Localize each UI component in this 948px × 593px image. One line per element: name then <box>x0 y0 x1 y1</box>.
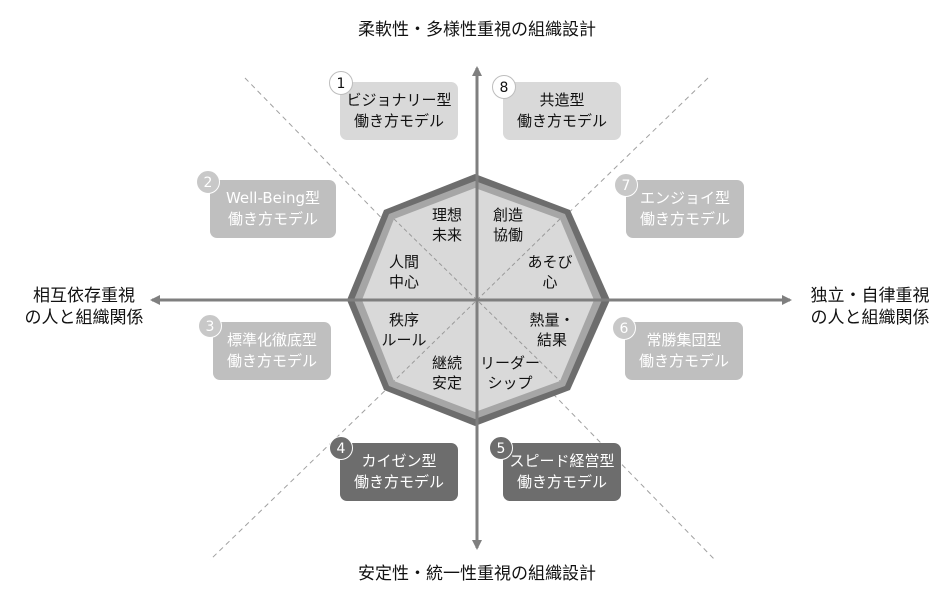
model-number-badge: 1 <box>329 71 353 95</box>
axis-label-bottom: 安定性・統一性重視の組織設計 <box>358 564 596 584</box>
model-title: カイゼン型 <box>361 452 437 470</box>
model-number-badge: 4 <box>329 436 353 460</box>
model-number-badge: 7 <box>614 173 638 197</box>
model-title: エンジョイ型 <box>639 189 730 207</box>
sector-label: あそび 心 <box>527 252 572 292</box>
axis-label-left: 相互依存重視 の人と組織関係 <box>14 285 154 329</box>
axis-label-right-line2: の人と組織関係 <box>810 308 930 328</box>
model-subtitle: 働き方モデル <box>353 112 444 130</box>
sector-label-line1: 創造 <box>492 206 524 224</box>
axis-label-right: 独立・自律重視 の人と組織関係 <box>800 285 940 329</box>
model-box-7: エンジョイ型 働き方モデル <box>626 180 744 238</box>
model-box-3: 標準化徹底型 働き方モデル <box>213 322 331 380</box>
model-title: ビジョナリー型 <box>346 91 452 109</box>
model-subtitle: 働き方モデル <box>638 352 729 370</box>
model-subtitle: 働き方モデル <box>226 352 317 370</box>
sector-label: リーダー シップ <box>480 353 540 393</box>
sector-label-line1: 継続 <box>431 354 463 372</box>
model-number-badge: 6 <box>612 316 636 340</box>
axis-label-top: 柔軟性・多様性重視の組織設計 <box>358 20 596 40</box>
model-box-4: カイゼン型 働き方モデル <box>340 443 458 501</box>
model-subtitle: 働き方モデル <box>639 210 730 228</box>
sector-label-line2: 結果 <box>536 331 568 349</box>
model-title: スピード経営型 <box>509 452 615 470</box>
axis-label-right-line1: 独立・自律重視 <box>810 286 930 306</box>
sector-label: 継続 安定 <box>432 353 462 393</box>
sector-label-line2: 心 <box>542 273 558 291</box>
model-box-8: 共造型 働き方モデル <box>503 82 621 140</box>
model-title: 共造型 <box>539 91 585 109</box>
model-subtitle: 働き方モデル <box>516 473 607 491</box>
axis-label-left-line1: 相互依存重視 <box>33 286 135 306</box>
sector-label-line2: 安定 <box>431 374 463 392</box>
sector-label-line1: あそび <box>527 253 573 271</box>
sector-label-line1: 熱量・ <box>529 311 575 329</box>
sector-label: 熱量・ 結果 <box>529 310 574 350</box>
model-number-badge: 3 <box>198 314 222 338</box>
sector-label: 秩序 ルール <box>381 310 426 350</box>
model-title: 標準化徹底型 <box>226 331 317 349</box>
model-number-badge: 8 <box>492 75 516 99</box>
sector-label: 人間 中心 <box>389 252 419 292</box>
model-subtitle: 働き方モデル <box>353 473 444 491</box>
model-number-badge: 2 <box>196 170 220 194</box>
sector-label: 理想 未来 <box>432 205 462 245</box>
sector-label-line2: 協働 <box>492 226 524 244</box>
model-box-2: Well-Being型 働き方モデル <box>210 180 336 238</box>
model-number-badge: 5 <box>489 436 513 460</box>
model-title: 常勝集団型 <box>646 331 722 349</box>
sector-label-line2: ルール <box>381 331 427 349</box>
model-box-1: ビジョナリー型 働き方モデル <box>340 82 458 140</box>
model-box-5: スピード経営型 働き方モデル <box>503 443 621 501</box>
sector-label-line1: 秩序 <box>388 311 420 329</box>
sector-label-line2: シップ <box>487 374 533 392</box>
model-subtitle: 働き方モデル <box>516 112 607 130</box>
sector-label-line1: リーダー <box>479 354 541 372</box>
sector-label-line2: 未来 <box>431 226 463 244</box>
sector-label-line1: 理想 <box>431 206 463 224</box>
sector-label-line1: 人間 <box>388 253 420 271</box>
model-subtitle: 働き方モデル <box>227 210 318 228</box>
sector-label: 創造 協働 <box>493 205 523 245</box>
sector-label-line2: 中心 <box>388 273 420 291</box>
model-title: Well-Being型 <box>225 189 321 207</box>
model-box-6: 常勝集団型 働き方モデル <box>625 322 743 380</box>
axis-label-left-line2: の人と組織関係 <box>24 308 144 328</box>
